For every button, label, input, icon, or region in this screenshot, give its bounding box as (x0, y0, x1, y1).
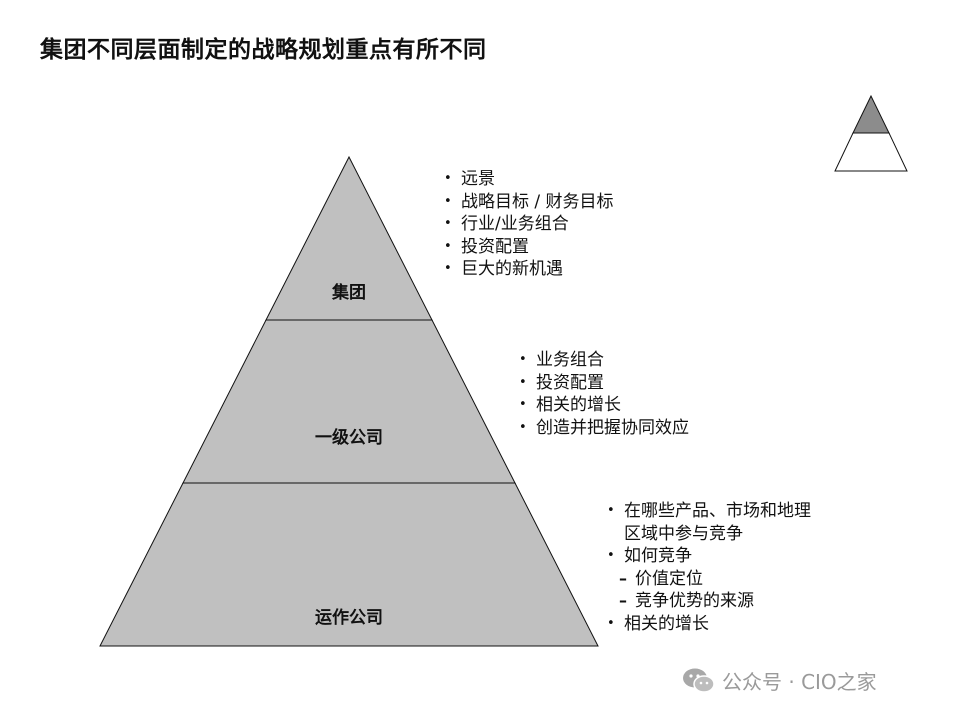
list-item: 战略目标 / 财务目标 (444, 191, 614, 214)
pyramid-tier-middle (182, 319, 516, 484)
list-item: 行业/业务组合 (444, 213, 614, 236)
list-item: 创造并把握协同效应 (519, 417, 689, 440)
list-subitem: 竞争优势的来源 (607, 590, 811, 613)
watermark-text: 公众号 · CIO之家 (722, 670, 877, 694)
list-item-continuation: 区域中参与竞争 (624, 523, 743, 544)
level1-focus-list: 业务组合 投资配置 相关的增长 创造并把握协同效应 (519, 349, 689, 439)
pyramid-tier-bottom (99, 482, 599, 647)
tier-label-level1: 一级公司 (315, 427, 383, 448)
group-focus-list: 远景 战略目标 / 财务目标 行业/业务组合 投资配置 巨大的新机遇 (444, 168, 614, 281)
list-item: 在哪些产品、市场和地理 (607, 500, 811, 523)
list-subitem: 价值定位 (607, 568, 811, 591)
page-title: 集团不同层面制定的战略规划重点有所不同 (40, 37, 487, 63)
list-item: 业务组合 (519, 349, 689, 372)
wechat-icon (683, 668, 715, 693)
list-item: 巨大的新机遇 (444, 258, 614, 281)
indicator-pyramid-top (852, 94, 890, 134)
list-item: 相关的增长 (607, 613, 811, 636)
tier-label-operating: 运作公司 (315, 607, 383, 628)
list-item: 投资配置 (444, 236, 614, 259)
list-item: 投资配置 (519, 372, 689, 395)
operating-focus-list: 在哪些产品、市场和地理 区域中参与竞争 如何竞争 价值定位 竞争优势的来源 相关… (607, 500, 811, 635)
list-item: 相关的增长 (519, 394, 689, 417)
watermark: 公众号 · CIO之家 (682, 666, 877, 695)
tier-label-group: 集团 (331, 282, 366, 303)
list-item: 如何竞争 (607, 545, 811, 568)
indicator-pyramid-bottom (834, 132, 908, 172)
list-item: 远景 (444, 168, 614, 191)
